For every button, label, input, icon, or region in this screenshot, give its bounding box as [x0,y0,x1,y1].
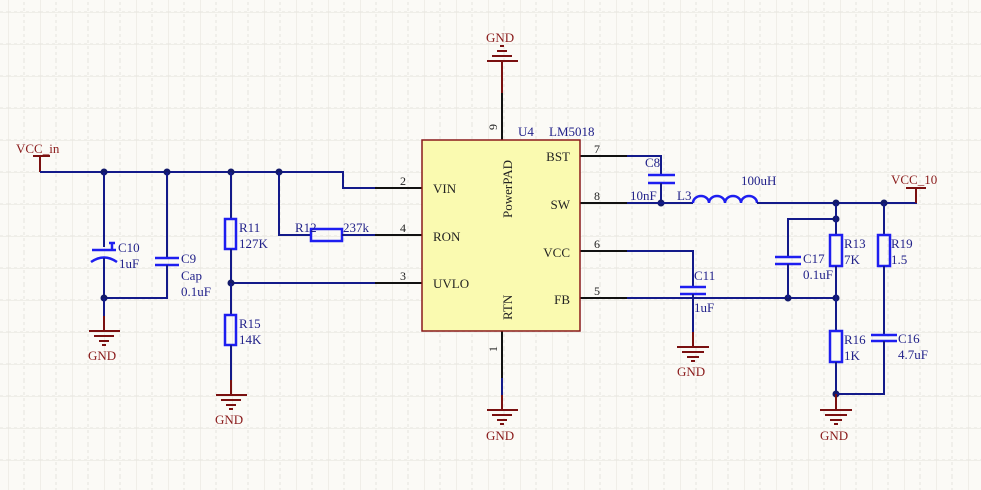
inductor-l3[interactable]: L3 100uH [677,173,776,204]
gnd-label: GND [486,30,514,45]
power-port-vcc-10[interactable]: VCC_10 [891,172,937,203]
vcc-in-label: VCC_in [16,141,60,156]
c8-value: 10nF [630,188,657,203]
l3-designator: L3 [677,188,691,203]
pin-name-rtn: RTN [500,294,515,320]
pin-number: 5 [594,284,600,298]
r19-designator: R19 [891,236,913,251]
capacitor-c16[interactable]: C16 4.7uF [836,331,928,395]
pin-number: 3 [400,269,406,283]
pin-number: 4 [400,221,406,235]
capacitor-c8[interactable]: C8 10nF [627,155,675,207]
gnd-port-output[interactable]: GND [820,394,852,443]
capacitor-c11[interactable]: C11 1uF [627,250,715,332]
gnd-port-rtn[interactable]: GND [486,378,518,443]
ic-u4-lm5018[interactable]: U4 LM5018 2 VIN 4 RON 3 UVLO 7 BST 8 SW … [375,93,627,378]
pin-name-vcc: VCC [543,245,570,260]
r19-value: 1.5 [891,252,907,267]
pin-number: 7 [594,142,600,156]
vcc-10-label: VCC_10 [891,172,937,187]
ic-part-number: LM5018 [549,124,595,139]
gnd-label: GND [215,412,243,427]
r12-value: 237k [343,220,370,235]
c11-designator: C11 [694,268,715,283]
gnd-label: GND [486,428,514,443]
pin-name-sw: SW [551,197,571,212]
c9-value: 0.1uF [181,284,211,299]
c10-designator: C10 [118,240,140,255]
pin-name-ron: RON [433,229,461,244]
capacitor-c9[interactable]: C9 Cap 0.1uF [100,172,211,302]
l3-value: 100uH [741,173,776,188]
resistor-r11[interactable]: R11 127K [223,172,269,283]
gnd-port-powerpad[interactable]: GND [486,30,518,93]
r13-designator: R13 [844,236,866,251]
c11-value: 1uF [694,300,714,315]
pin-number: 6 [594,237,600,251]
c16-value: 4.7uF [898,347,928,362]
capacitor-c10[interactable]: C10 1uF [90,172,140,298]
resistor-r15[interactable]: R15 14K [223,283,262,380]
c17-designator: C17 [803,251,825,266]
ic-designator: U4 [518,124,534,139]
gnd-port-input[interactable]: GND [88,298,120,363]
gnd-label: GND [820,428,848,443]
gnd-label: GND [88,348,116,363]
r16-value: 1K [844,348,861,363]
resistor-r19[interactable]: R19 1.5 [876,203,913,335]
ic-body [421,139,581,332]
r11-designator: R11 [239,220,260,235]
pin-number: 8 [594,189,600,203]
pin-name-bst: BST [546,149,570,164]
pin-number: 2 [400,174,406,188]
r16-designator: R16 [844,332,866,347]
gnd-port-divider[interactable]: GND [215,380,247,427]
pin-name-vin: VIN [433,181,457,196]
c16-designator: C16 [898,331,920,346]
c9-comment: Cap [181,268,202,283]
r11-value: 127K [239,236,269,251]
r15-value: 14K [239,332,262,347]
pin-name-uvlo: UVLO [433,276,469,291]
pin-name-fb: FB [554,292,570,307]
r13-value: 7K [844,252,861,267]
c10-value: 1uF [119,256,139,271]
c17-value: 0.1uF [803,267,833,282]
pin-name-powerpad: PowerPAD [500,160,515,218]
resistor-r16[interactable]: R16 1K [828,298,866,398]
pin-number: 1 [486,346,500,352]
power-port-vcc-in[interactable]: VCC_in [16,141,60,172]
gnd-port-c11[interactable]: GND [677,332,709,379]
r15-designator: R15 [239,316,261,331]
c9-designator: C9 [181,251,196,266]
gnd-label: GND [677,364,705,379]
c8-designator: C8 [645,155,660,170]
resistor-r12[interactable]: R12 237k [278,172,395,243]
pin-number: 9 [486,124,500,130]
capacitor-c17[interactable]: C17 0.1uF [775,215,840,299]
resistor-r13[interactable]: R13 7K [828,203,866,298]
r12-designator: R12 [295,220,317,235]
